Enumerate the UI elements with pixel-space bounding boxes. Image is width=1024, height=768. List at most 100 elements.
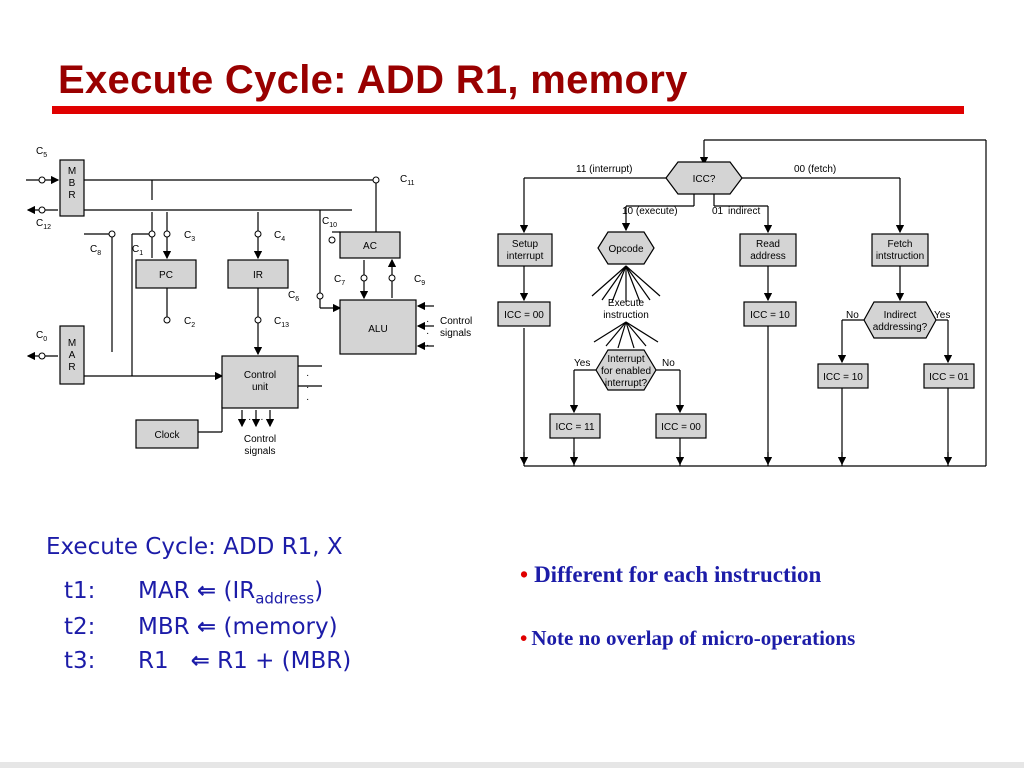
icc-11-label: ICC = 11 [556, 422, 595, 433]
step-t1-register: MAR [138, 578, 190, 604]
icc-01-box [923, 363, 975, 389]
mar-letter-1: M [68, 338, 76, 349]
c0-label: C0 [36, 330, 47, 343]
icc-decision-shape [665, 161, 743, 195]
step-t2-operand: (memory) [223, 614, 338, 640]
opcode-shape [597, 231, 655, 265]
slide-title: Execute Cycle: ADD R1, memory [58, 58, 688, 102]
step-t1-operand: (IR [223, 578, 256, 604]
c11-label: C11 [400, 174, 415, 187]
cpu-datapath-diagram: M B R M A R PC IR AC ALU Control unit Cl… [22, 140, 478, 458]
fetch-instruction-label-2: intstruction [876, 251, 924, 262]
branch-indirect-label: indirect [728, 206, 760, 217]
c12-label: C12 [36, 218, 51, 231]
step-t1-subscript: address [255, 589, 315, 608]
dots-cu: · [306, 370, 309, 381]
c3-label: C3 [184, 230, 195, 243]
read-address-box [739, 233, 797, 267]
c12-point [38, 206, 46, 214]
step-t1-expression: MAR ⇐ (IRaddress) [138, 578, 323, 608]
icc-decision-label: ICC? [693, 174, 716, 185]
execute-instruction-label-2: instruction [603, 310, 649, 321]
step-t2-expression: MBR ⇐ (memory) [138, 614, 338, 640]
c6-point [316, 292, 324, 300]
c13-point [254, 316, 262, 324]
interrupt-decision-label-1: Interrupt [607, 354, 644, 365]
icc-10-b-label: ICC = 10 [823, 372, 863, 383]
interrupt-no-label: No [662, 358, 675, 369]
c5-point [38, 176, 46, 184]
icc-10-a-label: ICC = 10 [750, 310, 790, 321]
execute-cycle-heading: Execute Cycle: ADD R1, X [46, 534, 343, 560]
step-t1-arrow-icon: ⇐ [196, 578, 217, 604]
step-t1-time: t1: [64, 578, 96, 604]
interrupt-decision-label-2: for enabled [601, 366, 651, 377]
cpu-datapath-svg: M B R M A R PC IR AC ALU Control unit Cl… [26, 146, 472, 457]
branch-indirect-code: 01 [712, 206, 724, 217]
c9-label: C9 [414, 274, 425, 287]
interrupt-yes-label: Yes [574, 358, 590, 369]
step-t1-close: ) [314, 578, 324, 604]
c8-point [108, 230, 116, 238]
indirect-decision-label-1: Indirect [884, 310, 917, 321]
instruction-cycle-flowchart: ICC? Setup interrupt Opcode Execute inst… [494, 136, 992, 472]
indirect-yes-label: Yes [934, 310, 950, 321]
c1-label: C1 [132, 244, 143, 257]
alu-label: ALU [368, 324, 387, 335]
step-t2-time: t2: [64, 614, 96, 640]
opcode-label: Opcode [608, 244, 643, 255]
interrupt-decision-shape [595, 349, 657, 391]
c10-label: C10 [322, 216, 337, 229]
icc-01-label: ICC = 01 [929, 372, 969, 383]
dots-right-3: · [426, 340, 429, 351]
branch-fetch-label: 00 (fetch) [794, 164, 836, 175]
icc-00-b-label: ICC = 00 [661, 422, 701, 433]
bullet-different: •Different for each instruction [520, 562, 821, 588]
fetch-instruction-label-1: Fetch [887, 239, 912, 250]
step-t3-expression: R1 ⇐ R1 + (MBR) [138, 648, 351, 674]
c13-label: C13 [274, 316, 289, 329]
step-t2-register: MBR [138, 614, 190, 640]
mar-letter-3: R [68, 362, 75, 373]
setup-interrupt-label-2: interrupt [507, 251, 544, 262]
bullet-different-text: Different for each instruction [534, 562, 822, 587]
setup-interrupt-box [497, 233, 553, 267]
step-t2-arrow-icon: ⇐ [196, 614, 217, 640]
c0-point [38, 352, 46, 360]
c5-label: C5 [36, 146, 47, 159]
control-unit-label-2: unit [252, 382, 268, 393]
c2-label: C2 [184, 316, 195, 329]
indirect-decision-shape [863, 301, 937, 339]
right-signals-label-2: signals [440, 328, 471, 339]
step-t3-time: t3: [64, 648, 96, 674]
branch-execute-label: 10 (execute) [622, 206, 678, 217]
bullet-dot-icon: • [520, 562, 529, 587]
c10-point [328, 236, 336, 244]
bullet-no-overlap-text: Note no overlap of micro-operations [531, 626, 856, 650]
indirect-no-label: No [846, 310, 859, 321]
mbr-letter-3: R [68, 190, 75, 201]
flowchart-svg: ICC? Setup interrupt Opcode Execute inst… [497, 139, 987, 467]
c2-point [163, 316, 171, 324]
read-address-label-2: address [750, 251, 786, 262]
mar-letter-2: A [69, 350, 76, 361]
dots-right-2: · [426, 328, 429, 339]
indirect-decision-label-2: addressing? [873, 322, 928, 333]
dots-cu-3: · [306, 394, 309, 405]
dots-bottom: · · · [248, 414, 264, 425]
icc-00-box-a [497, 301, 551, 327]
title-underline [52, 106, 964, 114]
step-t3-register: R1 [138, 648, 169, 674]
setup-interrupt-label-1: Setup [512, 239, 539, 250]
control-unit-label-1: Control [244, 370, 276, 381]
dots-cu-2: · [306, 382, 309, 393]
icc-11-box [549, 413, 601, 439]
step-t3-arrow-icon: ⇐ [190, 648, 210, 674]
c4-label: C4 [274, 230, 285, 243]
icc-10-box-b [817, 363, 869, 389]
ir-label: IR [253, 270, 263, 281]
fetch-instruction-box [871, 233, 929, 267]
c1-point [148, 230, 156, 238]
bullet-dot-icon: • [520, 626, 528, 650]
execute-instruction-label-1: Execute [608, 298, 645, 309]
